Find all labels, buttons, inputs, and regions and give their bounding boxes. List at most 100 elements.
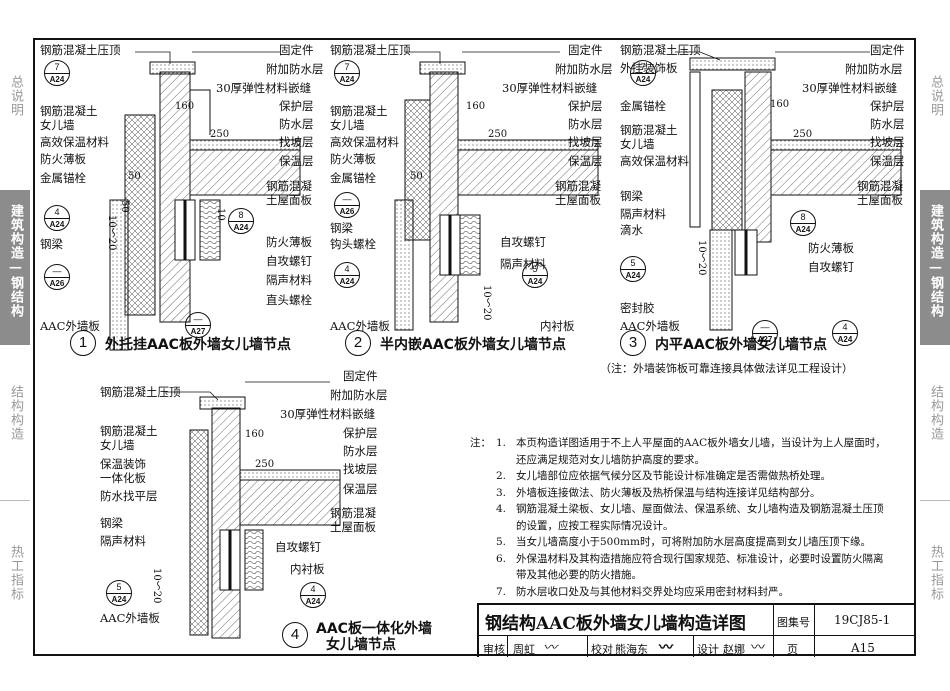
- d1-label-bolt: 直头螺栓: [266, 293, 312, 307]
- d3-coping: [689, 57, 776, 71]
- d2-label-hookbolt: 钩头螺栓: [330, 237, 376, 251]
- general-notes: 注：1.本页构造详图适用于不上人平屋面的AAC板外墙女儿墙，当设计为上人屋面时，…: [470, 435, 910, 600]
- side-tab-structure-right[interactable]: 结构构造: [928, 385, 943, 441]
- d3-dim-10-20: 10～20: [696, 240, 707, 276]
- d3-label-waterproof: 防水层: [870, 117, 905, 131]
- d3-insulation: [711, 89, 743, 231]
- d1-label-screw: 自攻螺钉: [266, 254, 312, 268]
- d3-label-aac: AAC外墙板: [620, 319, 680, 333]
- side-tab-divider: [920, 500, 950, 501]
- d2-label-slab2: 土屋面板: [555, 193, 601, 207]
- d1-label-parapet2: 女儿墙: [40, 118, 75, 132]
- d4-acoustic: [244, 529, 264, 591]
- d3-dim-160: 160: [770, 99, 790, 110]
- d1-label-coping: 钢筋混凝土压顶: [40, 43, 121, 57]
- d4-label-parapet2: 女儿墙: [100, 438, 135, 452]
- d2-label-liner: 内衬板: [540, 319, 575, 333]
- d3-tag-a27[interactable]: —A27: [752, 320, 778, 346]
- note-row: 的设置，应按工程实际情况设计。: [516, 519, 674, 532]
- d2-label-protect: 保护层: [568, 99, 603, 113]
- d2-label-parapet1: 钢筋混凝土: [330, 104, 388, 118]
- d3-label-protect: 保护层: [870, 99, 905, 113]
- d2-dim-10-20: 10～20: [481, 285, 492, 321]
- d3-roof-layers: [770, 139, 902, 151]
- d1-tag-a26[interactable]: —A26: [44, 264, 70, 290]
- d3-label-slab2: 土屋面板: [857, 193, 903, 207]
- d2-label-thermal: 保温层: [568, 154, 603, 168]
- d2-label-slab1: 钢筋混凝: [555, 179, 601, 193]
- side-tab-structure[interactable]: 结构构造: [8, 385, 23, 441]
- reviewer: 周虹: [513, 643, 535, 656]
- d3-label-fireboard: 防火薄板: [808, 241, 854, 255]
- d4-label-slab2: 土屋面板: [330, 520, 376, 534]
- d4-label-liner: 内衬板: [290, 562, 325, 576]
- note-row: 6.外保温材料及其构造措施应符合现行国家规范、标准设计，必要时设置防火隔离: [496, 552, 884, 565]
- d2-label-coping: 钢筋混凝土压顶: [330, 43, 411, 57]
- d1-label-slab2: 土屋面板: [266, 193, 312, 207]
- d2-dim-250: 250: [488, 129, 508, 140]
- drawing-title: 钢结构AAC板外墙女儿墙构造详图: [485, 614, 746, 634]
- d4-dim-10-20: 10～20: [151, 568, 162, 604]
- d2-label-sealant: 30厚弹性材料嵌缝: [502, 81, 598, 95]
- d1-dim-50: 50: [128, 171, 141, 182]
- d2-label-fixing: 固定件: [568, 43, 603, 57]
- d1-label-beam: 钢梁: [40, 237, 63, 251]
- d4-label-sealant: 30厚弹性材料嵌缝: [280, 407, 376, 421]
- d4-label-slab1: 钢筋混凝: [330, 506, 376, 520]
- d3-label-extra-waterproof: 附加防水层: [845, 62, 903, 76]
- side-tab-building-steel[interactable]: 建筑构造—钢结构: [0, 190, 30, 345]
- side-tab-thermal[interactable]: 热工指标: [8, 545, 23, 601]
- detail-3-drawing: [689, 57, 902, 331]
- d3-note: （注：外墙装饰板可靠连接具体做法详见工程设计）: [600, 362, 853, 375]
- d1-label-anchor: 金属锚栓: [40, 171, 86, 185]
- d3-number: 3: [620, 330, 646, 356]
- d3-label-slab1: 钢筋混凝: [857, 179, 903, 193]
- d4-label-deco1: 保温装饰: [100, 457, 146, 471]
- d1-dim-50b: 50: [119, 200, 130, 213]
- d2-dim-160: 160: [466, 101, 486, 112]
- d4-aac-panel: [189, 429, 209, 636]
- d3-roof-slab: [770, 149, 902, 196]
- d1-label-fireboard: 防火薄板: [40, 152, 86, 166]
- d2-title: 半内嵌AAC板外墙女儿墙节点: [380, 337, 566, 353]
- leader-lines: [135, 51, 870, 401]
- d3-label-thermal: 保温层: [870, 154, 905, 168]
- d1-acoustic: [199, 199, 221, 261]
- side-tab-thermal-right[interactable]: 热工指标: [928, 545, 943, 601]
- side-tab-general-right[interactable]: 总说明: [928, 75, 943, 117]
- d2-parapet: [429, 71, 459, 323]
- d1-dim-10: 10: [215, 208, 226, 221]
- detail-1-drawing: [109, 61, 301, 351]
- page-label: 页: [787, 643, 798, 656]
- d2-tag-a26[interactable]: —A26: [334, 192, 360, 218]
- d2-number: 2: [345, 330, 371, 356]
- d1-label-protect: 保护层: [279, 99, 314, 113]
- side-tab-general[interactable]: 总说明: [8, 75, 23, 117]
- side-tab-building-steel-right[interactable]: 建筑构造—钢结构: [920, 190, 950, 345]
- d2-label-parapet2: 女儿墙: [330, 118, 365, 132]
- note-row: 3.外墙板连接做法、防火薄板及热桥保温与结构连接详见结构部分。: [496, 486, 821, 499]
- d3-label-insulation: 高效保温材料: [620, 154, 689, 168]
- d4-title-line2: 女儿墙节点: [326, 637, 396, 653]
- detail-2-drawing: [394, 61, 599, 331]
- d1-label-parapet1: 钢筋混凝土: [40, 104, 98, 118]
- d1-tag-a27[interactable]: —A27: [185, 312, 211, 338]
- note-row: 注：1.本页构造详图适用于不上人平屋面的AAC板外墙女儿墙，当设计为上人屋面时，: [470, 437, 886, 449]
- atlas-label: 图集号: [777, 616, 810, 629]
- design-label: 设计: [697, 643, 719, 656]
- d4-label-fixing: 固定件: [343, 369, 378, 383]
- d1-label-aac: AAC外墙板: [40, 319, 100, 333]
- d4-label-screw: 自攻螺钉: [275, 540, 321, 554]
